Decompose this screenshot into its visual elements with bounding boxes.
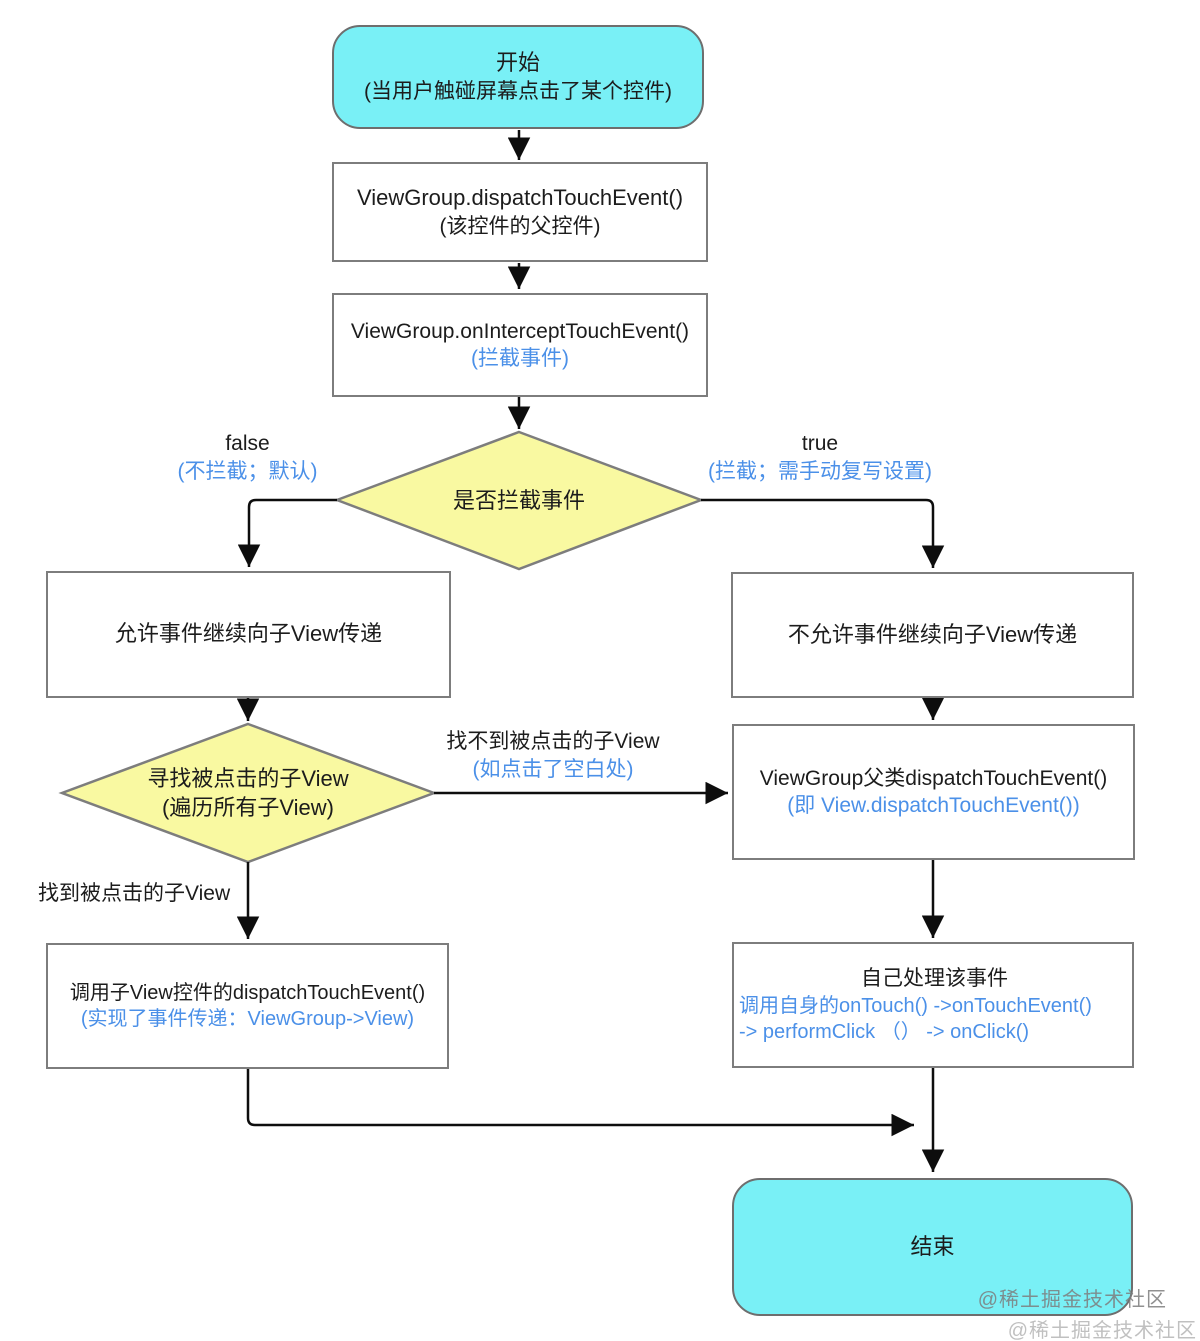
connector-false-branch bbox=[237, 498, 337, 567]
self-handle-node: 自己处理该事件 调用自身的onTouch() ->onTouchEvent() … bbox=[732, 942, 1134, 1068]
decision-find-line1: 寻找被点击的子View bbox=[147, 766, 349, 791]
end-node-label: 结束 bbox=[910, 1233, 955, 1259]
start-node-title: 开始 bbox=[495, 50, 540, 76]
decision-intercept-label: 是否拦截事件 bbox=[452, 488, 585, 513]
not-found-line2: (如点击了空白处) bbox=[472, 758, 634, 782]
true-branch-note: (拦截；需手动复写设置) bbox=[708, 460, 932, 484]
self-handle-chain-line2: -> performClick （） -> onClick() bbox=[739, 1020, 1030, 1043]
start-node-subtitle: (当用户触碰屏幕点击了某个控件) bbox=[364, 79, 672, 103]
true-branch-value: true bbox=[801, 432, 839, 455]
connector-true-branch bbox=[701, 498, 945, 568]
watermark-line1: @稀土掘金技术社区 bbox=[977, 1289, 1167, 1311]
false-branch-note: (不拦截；默认) bbox=[177, 460, 318, 484]
allow-pass-label: 允许事件继续向子View传递 bbox=[114, 621, 383, 647]
intercept-node-subtitle: (拦截事件) bbox=[471, 347, 569, 370]
disallow-pass-label: 不允许事件继续向子View传递 bbox=[787, 621, 1078, 647]
child-dispatch-subtitle: (实现了事件传递：ViewGroup->View) bbox=[80, 1008, 415, 1030]
parent-dispatch-node: ViewGroup父类dispatchTouchEvent() (即 View.… bbox=[732, 724, 1135, 860]
parent-dispatch-subtitle: (即 View.dispatchTouchEvent()) bbox=[787, 794, 1080, 817]
found-label: 找到被点击的子View bbox=[38, 882, 231, 905]
parent-dispatch-title: ViewGroup父类dispatchTouchEvent() bbox=[759, 766, 1108, 790]
false-branch-value: false bbox=[225, 432, 270, 455]
end-node: 结束 bbox=[732, 1178, 1133, 1316]
start-node: 开始 (当用户触碰屏幕点击了某个控件) bbox=[332, 25, 704, 129]
not-found-line1: 找不到被点击的子View bbox=[446, 730, 660, 753]
decision-intercept-diamond bbox=[333, 430, 705, 571]
dispatch-node-subtitle: (该控件的父控件) bbox=[439, 214, 601, 238]
self-handle-title: 自己处理该事件 bbox=[861, 967, 1008, 991]
false-branch-label: false (不拦截；默认) bbox=[155, 430, 340, 487]
self-handle-chain-line1: 调用自身的onTouch() ->onTouchEvent() bbox=[739, 994, 1092, 1017]
true-branch-label: true (拦截；需手动复写设置) bbox=[695, 430, 945, 487]
dispatch-touch-event-node: ViewGroup.dispatchTouchEvent() (该控件的父控件) bbox=[332, 162, 708, 262]
watermark-line2: @稀土掘金技术社区 bbox=[1007, 1320, 1197, 1341]
decision-find-label: 寻找被点击的子View (遍历所有子View) bbox=[98, 765, 398, 822]
disallow-pass-node: 不允许事件继续向子View传递 bbox=[731, 572, 1134, 698]
child-dispatch-node: 调用子View控件的dispatchTouchEvent() (实现了事件传递：… bbox=[46, 943, 449, 1069]
intercept-node-title: ViewGroup.onInterceptTouchEvent() bbox=[350, 319, 690, 343]
intercept-touch-event-node: ViewGroup.onInterceptTouchEvent() (拦截事件) bbox=[332, 293, 708, 397]
decision-find-line2: (遍历所有子View) bbox=[162, 794, 334, 820]
allow-pass-node: 允许事件继续向子View传递 bbox=[46, 571, 451, 698]
not-found-label: 找不到被点击的子View (如点击了空白处) bbox=[428, 728, 678, 785]
child-dispatch-title: 调用子View控件的dispatchTouchEvent() bbox=[69, 982, 426, 1004]
connector-childdispatch-merge bbox=[246, 1069, 914, 1137]
dispatch-node-title: ViewGroup.dispatchTouchEvent() bbox=[356, 185, 684, 211]
